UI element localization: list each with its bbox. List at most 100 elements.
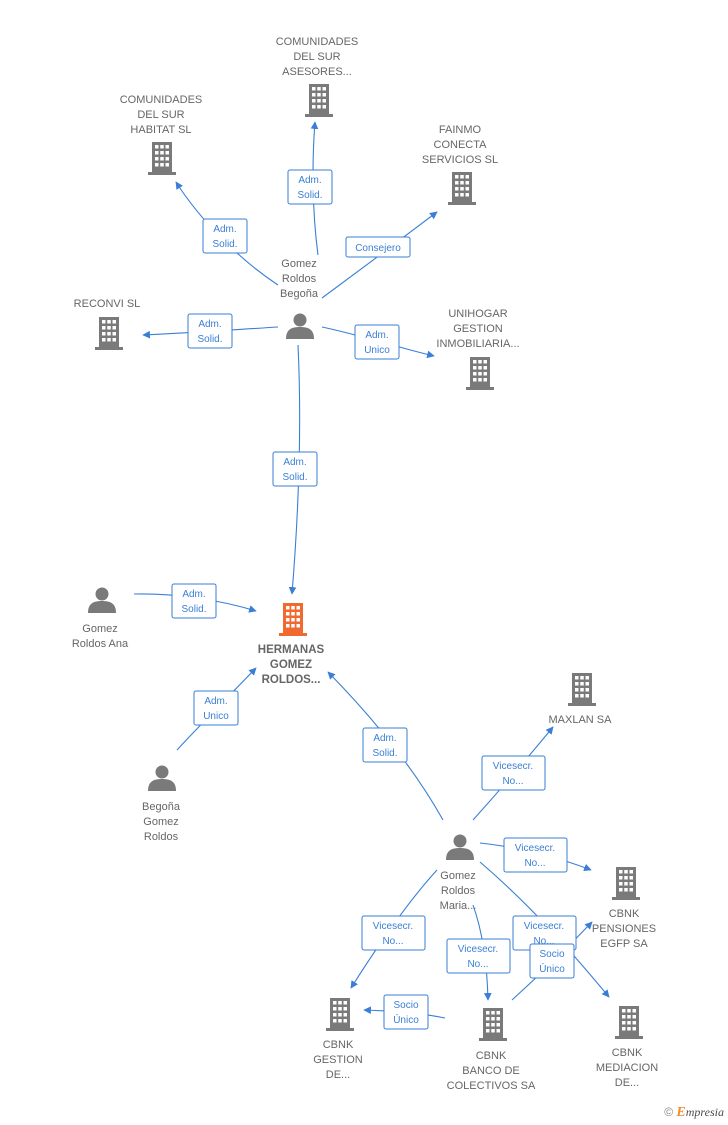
building-icon: [568, 673, 596, 706]
edge-labels: Adm. Solid. Adm. Solid. Consejero Adm. S…: [171, 169, 577, 1030]
building-icon: [148, 142, 176, 175]
building-icon: [279, 603, 307, 636]
svg-text:CBNK: CBNK: [609, 908, 640, 920]
svg-text:Solid.: Solid.: [181, 604, 206, 615]
svg-text:Vicesecr.: Vicesecr.: [373, 921, 413, 932]
company-node-main[interactable]: HERMANAS GOMEZ ROLDOS...: [258, 603, 325, 686]
svg-text:CBNK: CBNK: [323, 1039, 354, 1051]
edge-label-adm-solid[interactable]: Adm. Solid.: [187, 313, 233, 349]
building-icon: [448, 172, 476, 205]
edge-label-adm-solid[interactable]: Adm. Solid.: [362, 727, 408, 763]
svg-text:DE...: DE...: [615, 1077, 639, 1089]
company-node[interactable]: RECONVI SL: [74, 298, 141, 350]
edge-label-vicesecr[interactable]: Vicesecr. No...: [361, 915, 426, 951]
edge-label-vicesecr[interactable]: Vicesecr. No...: [503, 837, 568, 873]
edge-label-vicesecr[interactable]: Vicesecr. No...: [512, 915, 577, 951]
company-node[interactable]: UNIHOGAR GESTION INMOBILIARIA...: [436, 308, 520, 390]
svg-text:HERMANAS: HERMANAS: [258, 644, 325, 656]
svg-text:Vicesecr.: Vicesecr.: [515, 843, 555, 854]
svg-text:Solid.: Solid.: [212, 239, 237, 250]
building-icon: [326, 998, 354, 1031]
edge-label-socio-unico[interactable]: Socio Único: [529, 943, 575, 979]
person-node[interactable]: Begoña Gomez Roldos: [142, 765, 181, 844]
svg-text:PENSIONES: PENSIONES: [592, 923, 656, 935]
person-node[interactable]: Gomez Roldos Begoña: [280, 258, 319, 339]
edge-label-adm-solid[interactable]: Adm. Solid.: [287, 169, 333, 205]
svg-text:No...: No...: [533, 936, 554, 947]
svg-text:No...: No...: [524, 858, 545, 869]
svg-text:Adm.: Adm.: [182, 589, 205, 600]
svg-text:Unico: Unico: [364, 345, 390, 356]
svg-text:MEDIACION: MEDIACION: [596, 1062, 658, 1074]
company-node[interactable]: COMUNIDADES DEL SUR ASESORES...: [276, 36, 359, 117]
svg-text:Adm.: Adm.: [365, 330, 388, 341]
svg-text:GOMEZ: GOMEZ: [270, 659, 312, 671]
svg-text:Único: Único: [539, 962, 565, 975]
svg-text:Maria...: Maria...: [440, 900, 477, 912]
svg-text:DE...: DE...: [326, 1069, 350, 1081]
company-node[interactable]: CBNK BANCO DE COLECTIVOS SA: [447, 1008, 536, 1092]
company-node[interactable]: CBNK MEDIACION DE...: [596, 1006, 658, 1089]
edge-label-adm-unico[interactable]: Adm. Unico: [354, 324, 400, 360]
svg-text:Begoña: Begoña: [142, 801, 181, 813]
building-icon: [305, 84, 333, 117]
nodes: COMUNIDADES DEL SUR ASESORES... COMUNIDA…: [72, 36, 658, 1092]
svg-text:Gomez: Gomez: [82, 623, 117, 635]
building-icon: [479, 1008, 507, 1041]
svg-text:SERVICIOS SL: SERVICIOS SL: [422, 154, 498, 166]
svg-text:COLECTIVOS SA: COLECTIVOS SA: [447, 1080, 536, 1092]
footer-brand: © Empresia: [664, 1105, 724, 1121]
svg-text:Solid.: Solid.: [372, 748, 397, 759]
svg-text:Adm.: Adm.: [283, 457, 306, 468]
edge-label-socio-unico[interactable]: Socio Único: [383, 994, 429, 1030]
company-node[interactable]: COMUNIDADES DEL SUR HABITAT SL: [120, 94, 203, 175]
edge-label-adm-unico[interactable]: Adm. Unico: [193, 690, 239, 726]
company-node[interactable]: CBNK PENSIONES EGFP SA: [592, 867, 656, 950]
person-icon: [286, 313, 314, 339]
svg-text:No...: No...: [502, 776, 523, 787]
svg-text:Adm.: Adm.: [213, 224, 236, 235]
svg-text:No...: No...: [467, 959, 488, 970]
building-icon: [615, 1006, 643, 1039]
svg-text:Begoña: Begoña: [280, 288, 319, 300]
svg-text:GESTION: GESTION: [453, 323, 503, 335]
svg-text:DEL SUR: DEL SUR: [137, 109, 184, 121]
svg-text:Vicesecr.: Vicesecr.: [458, 944, 498, 955]
edge-label-vicesecr[interactable]: Vicesecr. No...: [481, 755, 546, 791]
svg-text:CBNK: CBNK: [476, 1050, 507, 1062]
person-node[interactable]: Gomez Roldos Ana: [72, 587, 129, 651]
svg-text:Vicesecr.: Vicesecr.: [524, 921, 564, 932]
svg-text:GESTION: GESTION: [313, 1054, 363, 1066]
svg-text:INMOBILIARIA...: INMOBILIARIA...: [436, 338, 519, 350]
svg-text:COMUNIDADES: COMUNIDADES: [120, 94, 203, 106]
svg-text:No...: No...: [382, 936, 403, 947]
svg-text:EGFP SA: EGFP SA: [600, 938, 648, 950]
svg-text:Adm.: Adm.: [373, 733, 396, 744]
person-node[interactable]: Gomez Roldos Maria...: [440, 834, 477, 913]
svg-text:Consejero: Consejero: [355, 243, 401, 254]
edge-label-vicesecr[interactable]: Vicesecr. No...: [446, 938, 511, 974]
svg-text:Adm.: Adm.: [204, 696, 227, 707]
svg-text:UNIHOGAR: UNIHOGAR: [448, 308, 507, 320]
company-node[interactable]: MAXLAN SA: [549, 673, 613, 726]
company-node[interactable]: CBNK GESTION DE...: [313, 998, 363, 1081]
svg-text:Roldos: Roldos: [144, 831, 179, 843]
building-icon: [612, 867, 640, 900]
svg-text:MAXLAN SA: MAXLAN SA: [549, 714, 613, 726]
svg-text:Unico: Unico: [203, 711, 229, 722]
svg-text:Roldos: Roldos: [441, 885, 476, 897]
svg-text:Roldos: Roldos: [282, 273, 317, 285]
svg-text:Roldos Ana: Roldos Ana: [72, 638, 129, 650]
edge-label-adm-solid[interactable]: Adm. Solid.: [171, 583, 217, 619]
svg-text:Socio: Socio: [393, 1000, 418, 1011]
edge-label-adm-solid[interactable]: Adm. Solid.: [272, 451, 318, 487]
svg-text:Gomez: Gomez: [143, 816, 178, 828]
company-node[interactable]: FAINMO CONECTA SERVICIOS SL: [422, 124, 498, 205]
edge-label-consejero[interactable]: Consejero: [345, 236, 411, 258]
svg-text:COMUNIDADES: COMUNIDADES: [276, 36, 359, 48]
svg-text:Único: Único: [393, 1013, 419, 1026]
svg-text:Adm.: Adm.: [198, 319, 221, 330]
svg-text:Solid.: Solid.: [297, 190, 322, 201]
edge-label-adm-solid[interactable]: Adm. Solid.: [202, 218, 248, 254]
